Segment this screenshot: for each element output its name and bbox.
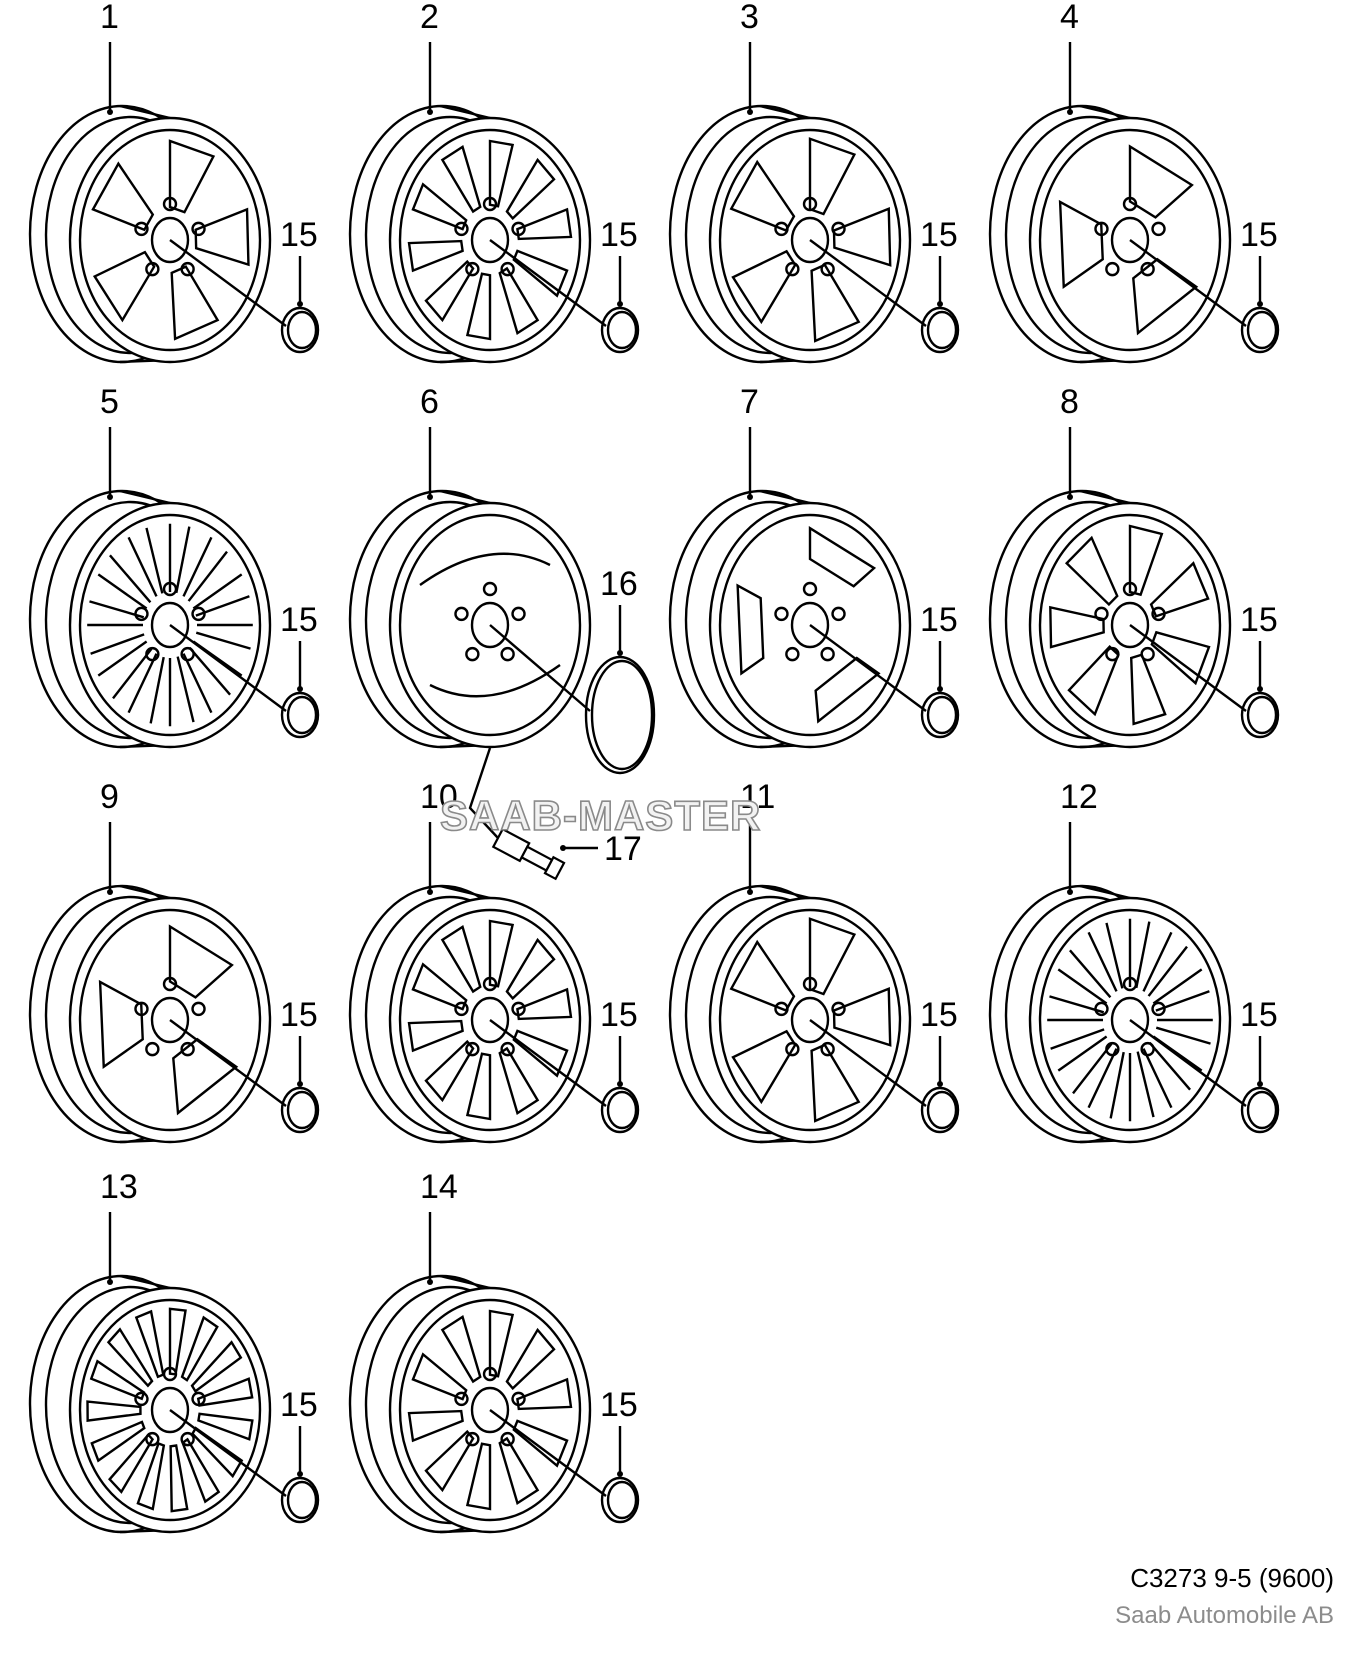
center-cap-3 (920, 306, 960, 354)
cap-number-8: 15 (1240, 601, 1278, 639)
part-number-8: 8 (1060, 383, 1079, 421)
cap-number-12: 15 (1240, 996, 1278, 1034)
wheel-11: 11 15 (668, 778, 960, 1144)
part-number-12: 12 (1060, 778, 1098, 816)
center-cap-12 (1240, 1086, 1280, 1134)
center-cap-10 (600, 1086, 640, 1134)
valve-stem-group: 17 (468, 747, 642, 881)
wheel-6: 6 16 (348, 383, 656, 775)
center-cap-5 (280, 691, 320, 739)
center-cap-9 (280, 1086, 320, 1134)
wheel-13: 13 15 (28, 1168, 320, 1534)
valve-stem-number: 17 (604, 830, 642, 868)
valve-stem-icon (491, 827, 566, 881)
part-number-14: 14 (420, 1168, 458, 1206)
center-cap-1 (280, 306, 320, 354)
wheel-8: 8 15 (988, 383, 1280, 749)
cap-number-1: 15 (280, 216, 318, 254)
part-number-3: 3 (740, 0, 759, 36)
cap-number-6: 16 (600, 565, 638, 603)
center-cap-14 (600, 1476, 640, 1524)
part-number-4: 4 (1060, 0, 1079, 36)
copyright-owner: Saab Automobile AB (1115, 1602, 1334, 1629)
wheel-2: 2 15 (348, 0, 640, 364)
wheel-5: 5 15 (28, 383, 320, 749)
cap-number-5: 15 (280, 601, 318, 639)
part-number-13: 13 (100, 1168, 138, 1206)
center-cap-6 (584, 655, 656, 775)
part-number-6: 6 (420, 383, 439, 421)
wheel-3: 3 15 (668, 0, 960, 364)
wheel-12: 12 15 (988, 778, 1280, 1144)
center-cap-2 (600, 306, 640, 354)
part-number-5: 5 (100, 383, 119, 421)
center-cap-7 (920, 691, 960, 739)
center-cap-11 (920, 1086, 960, 1134)
cap-number-7: 15 (920, 601, 958, 639)
cap-number-14: 15 (600, 1386, 638, 1424)
center-cap-4 (1240, 306, 1280, 354)
cap-number-4: 15 (1240, 216, 1278, 254)
cap-number-9: 15 (280, 996, 318, 1034)
wheel-10: 10 15 (348, 778, 640, 1144)
drawing-code: C3273 9-5 (9600) (1130, 1563, 1334, 1593)
part-number-7: 7 (740, 383, 759, 421)
wheel-4: 4 15 (988, 0, 1280, 364)
cap-number-2: 15 (600, 216, 638, 254)
cap-number-13: 15 (280, 1386, 318, 1424)
wheel-7: 7 15 (668, 383, 960, 749)
watermark: SAAB-MASTER (440, 792, 761, 839)
center-cap-8 (1240, 691, 1280, 739)
wheel-9: 9 15 (28, 778, 320, 1144)
part-number-9: 9 (100, 778, 119, 816)
cap-number-10: 15 (600, 996, 638, 1034)
cap-number-3: 15 (920, 216, 958, 254)
center-cap-13 (280, 1476, 320, 1524)
part-number-11: 11 (740, 778, 775, 816)
part-number-10: 10 (420, 778, 458, 816)
wheel-1: 1 15 (28, 0, 320, 364)
part-number-2: 2 (420, 0, 439, 36)
cap-number-11: 15 (920, 996, 958, 1034)
part-number-1: 1 (100, 0, 119, 36)
wheel-14: 14 15 (348, 1168, 640, 1534)
